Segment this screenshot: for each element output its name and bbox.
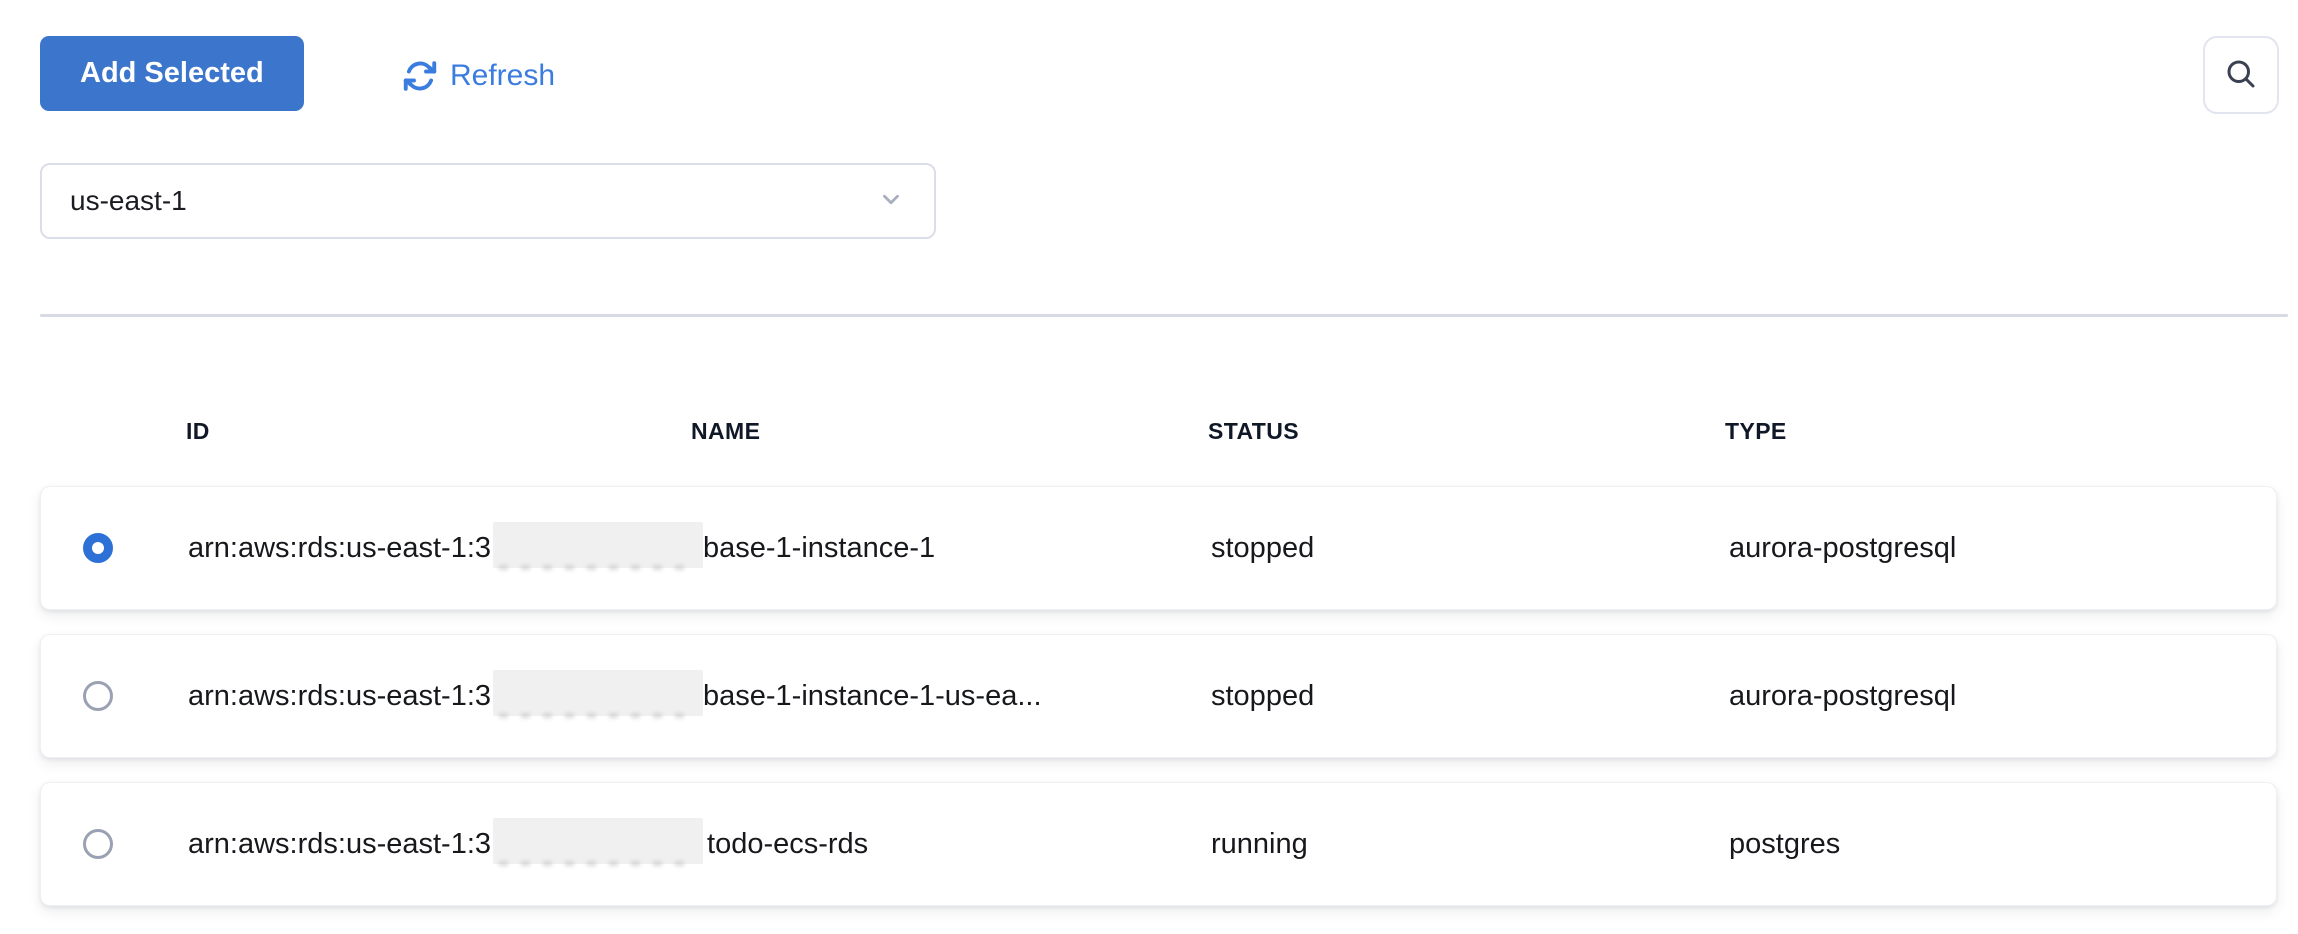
row-type: aurora-postgresql [1729, 679, 1957, 712]
refresh-icon [402, 58, 438, 94]
row-radio[interactable] [83, 533, 113, 563]
row-status: running [1211, 827, 1308, 860]
table-row[interactable]: arn:aws:rds:us-east-1:3 todo-ecs-rds runn… [40, 782, 2277, 906]
row-radio[interactable] [83, 681, 113, 711]
column-header-status: STATUS [1208, 418, 1299, 444]
table-row[interactable]: arn:aws:rds:us-east-1:3 base-1-instance-1… [40, 486, 2277, 610]
row-id-cell: arn:aws:rds:us-east-1:3 base-1-instance-1 [188, 487, 1206, 609]
column-header-id: ID [186, 418, 210, 444]
refresh-button[interactable]: Refresh [402, 50, 555, 102]
row-id-prefix: arn:aws:rds:us-east-1:3 [188, 679, 492, 712]
column-header-type: TYPE [1725, 418, 1787, 444]
search-icon [2223, 56, 2259, 95]
region-dropdown[interactable]: us-east-1 [40, 163, 936, 239]
refresh-label: Refresh [450, 59, 556, 92]
row-id-prefix: arn:aws:rds:us-east-1:3 [188, 531, 492, 564]
section-divider [40, 314, 2288, 317]
row-id-suffix: base-1-instance-1 [703, 531, 936, 564]
row-id-cell: arn:aws:rds:us-east-1:3 todo-ecs-rds [188, 783, 1206, 905]
row-radio[interactable] [83, 829, 113, 859]
row-type: aurora-postgresql [1729, 531, 1957, 564]
chevron-down-icon [878, 186, 904, 217]
column-header-name: NAME [691, 418, 761, 444]
redacted-account-id [493, 670, 704, 716]
search-button[interactable] [2203, 36, 2279, 114]
region-dropdown-value: us-east-1 [70, 185, 187, 216]
redacted-account-id [493, 818, 704, 864]
table-header: ID NAME STATUS TYPE [0, 418, 2298, 448]
row-id-suffix: todo-ecs-rds [707, 827, 869, 860]
row-id-cell: arn:aws:rds:us-east-1:3 base-1-instance-1… [188, 635, 1206, 757]
table-row[interactable]: arn:aws:rds:us-east-1:3 base-1-instance-1… [40, 634, 2277, 758]
redacted-account-id [493, 522, 704, 568]
row-id-prefix: arn:aws:rds:us-east-1:3 [188, 827, 492, 860]
add-selected-button[interactable]: Add Selected [40, 36, 304, 111]
row-status: stopped [1211, 679, 1315, 712]
row-type: postgres [1729, 827, 1841, 860]
row-status: stopped [1211, 531, 1315, 564]
row-id-suffix: base-1-instance-1-us-ea... [703, 679, 1042, 712]
